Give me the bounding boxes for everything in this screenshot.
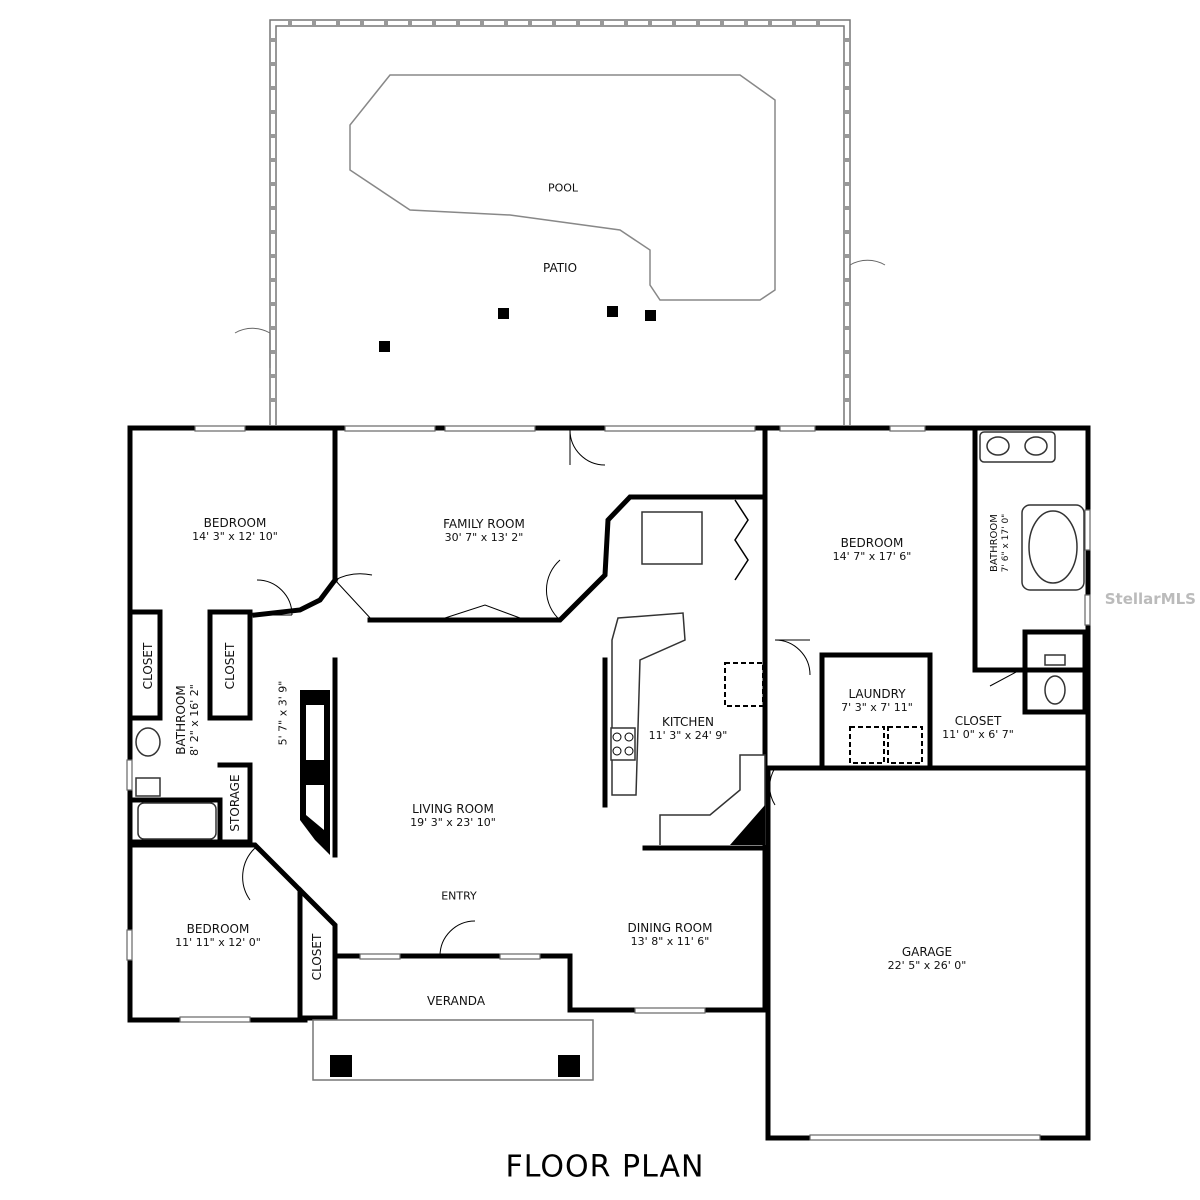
floor-plan-title: FLOOR PLAN [505, 1149, 705, 1185]
interior-walls [127, 425, 1091, 1021]
doors [242, 429, 1021, 957]
patio-columns [379, 306, 656, 352]
closet-left-label: CLOSET [141, 642, 156, 690]
patio-enclosure [269, 19, 851, 425]
watermark: StellarMLS [1104, 590, 1196, 608]
pool-outline [349, 74, 776, 301]
storage-label: STORAGE [228, 774, 243, 832]
veranda-label: VERANDA [426, 994, 486, 1009]
entry-label: ENTRY [441, 889, 477, 903]
patio-label: PATIO [542, 261, 578, 276]
patio-doors [234, 259, 886, 368]
hall-label: 5' 7" x 3' 9" [276, 680, 290, 746]
windows [126, 425, 1091, 1141]
fixtures [135, 431, 1085, 1081]
closet-sw-label: CLOSET [310, 933, 325, 981]
closet-mid-label: CLOSET [223, 642, 238, 690]
pool-label: POOL [547, 181, 579, 195]
